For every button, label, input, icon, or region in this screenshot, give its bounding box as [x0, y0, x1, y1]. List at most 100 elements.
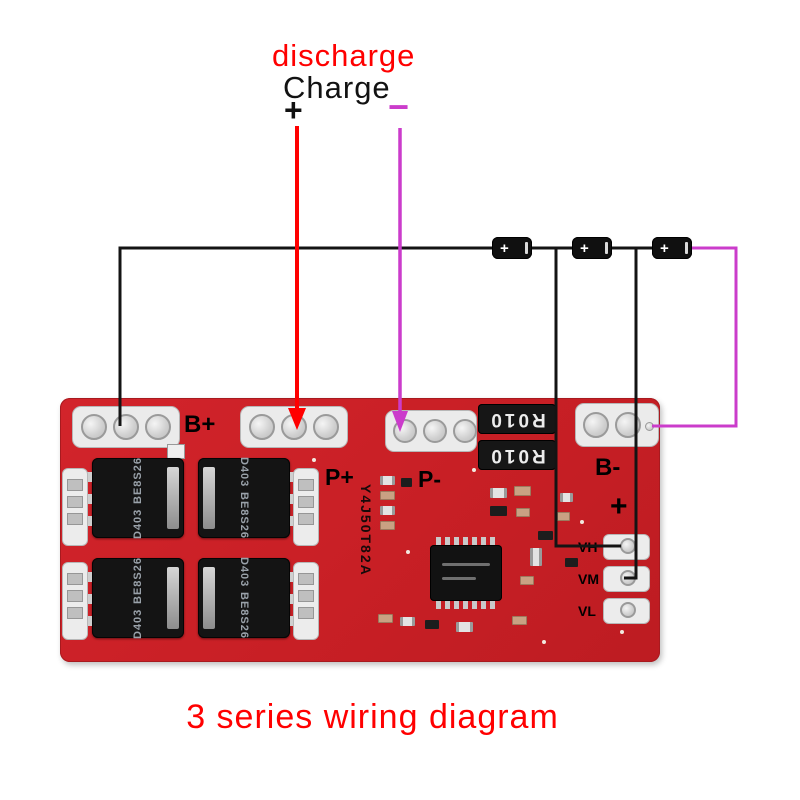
ic-pins — [436, 601, 496, 609]
smd-component — [456, 622, 473, 632]
smd-component — [538, 531, 553, 540]
solder-hole — [145, 414, 171, 440]
smd-pad — [67, 590, 83, 602]
mosfet-tab — [167, 567, 179, 629]
charge-label: Charge — [283, 70, 391, 105]
mosfet-part-number: D403 — [238, 557, 250, 588]
board-plus-mark: + — [610, 490, 628, 523]
vl-pad — [603, 598, 650, 624]
solder-hole — [615, 412, 641, 438]
pad-group-bplus — [72, 406, 180, 448]
diagram-caption: 3 series wiring diagram — [186, 698, 559, 736]
mosfet-marking: D403 BE8S26 — [92, 457, 184, 539]
mosfet-lot-code: BE8S26 — [132, 457, 144, 505]
battery-plus-mark: + — [500, 239, 509, 257]
smd-pad — [298, 496, 314, 508]
pad-group-bminus — [575, 403, 659, 447]
solder-hole — [620, 602, 636, 618]
vm-pad — [603, 566, 650, 592]
ic-marking-line — [442, 563, 490, 566]
discharge-label: discharge — [272, 38, 416, 73]
solder-hole — [313, 414, 339, 440]
smd-component — [512, 616, 527, 625]
smd-component — [378, 614, 393, 623]
pad-group-pminus — [385, 410, 477, 452]
smd-component — [380, 521, 395, 530]
battery-cell: + — [492, 237, 532, 259]
smd-component — [516, 508, 530, 517]
positive-symbol: + — [284, 92, 303, 128]
shunt-resistor: R010 — [478, 440, 556, 470]
silkscreen-box — [167, 444, 185, 459]
smd-component — [380, 491, 395, 500]
solder-hole — [113, 414, 139, 440]
bms-board: B+ P+ P- R010 R010 B- + — [60, 398, 660, 662]
mosfet-package: D403 BE8S26 — [80, 457, 184, 539]
smd-pad — [67, 513, 83, 525]
sense-hole — [645, 422, 654, 431]
protection-ic — [430, 537, 502, 609]
gate-pad-strip — [293, 562, 319, 640]
mosfet-part-number: D403 — [132, 508, 144, 539]
smd-pad — [298, 479, 314, 491]
smd-pad — [298, 573, 314, 585]
mosfet-tab — [167, 467, 179, 529]
solder-hole — [81, 414, 107, 440]
vh-label: VH — [578, 539, 598, 555]
board-model-text: Y4J50T82A — [358, 484, 374, 577]
ic-marking-line — [442, 577, 476, 580]
shunt-resistor: R010 — [478, 404, 556, 434]
smd-component — [380, 476, 395, 485]
smd-component — [520, 576, 534, 585]
via — [472, 468, 476, 472]
mosfet-lot-code: BE8S26 — [238, 591, 250, 639]
mosfet-package: D403 BE8S26 — [198, 457, 302, 539]
solder-hole — [620, 538, 636, 554]
mosfet-marking: D403 BE8S26 — [198, 457, 290, 539]
smd-component — [425, 620, 439, 629]
solder-hole — [453, 419, 477, 443]
via — [620, 630, 624, 634]
mosfet-tab — [203, 567, 215, 629]
smd-component — [557, 512, 570, 521]
bplus-label: B+ — [184, 411, 216, 438]
smd-pad — [67, 479, 83, 491]
smd-pad — [298, 607, 314, 619]
pminus-label: P- — [418, 466, 441, 492]
bminus-label: B- — [595, 454, 621, 481]
solder-hole — [393, 419, 417, 443]
solder-hole — [281, 414, 307, 440]
vm-label: VM — [578, 571, 599, 587]
smd-pad — [67, 573, 83, 585]
via — [580, 520, 584, 524]
mosfet-tab — [203, 467, 215, 529]
battery-cell: + — [572, 237, 612, 259]
solder-hole — [620, 570, 636, 586]
solder-hole — [583, 412, 609, 438]
mosfet-lot-code: BE8S26 — [238, 491, 250, 539]
smd-component — [401, 478, 412, 487]
smd-component — [530, 548, 542, 566]
ic-pins — [436, 537, 496, 545]
smd-component — [560, 493, 573, 502]
mosfet-package: D403 BE8S26 — [80, 557, 184, 639]
gate-pad-strip — [62, 468, 88, 546]
vh-pad — [603, 534, 650, 560]
smd-pad — [67, 607, 83, 619]
solder-hole — [249, 414, 275, 440]
mosfet-marking: D403 BE8S26 — [198, 557, 290, 639]
via — [312, 458, 316, 462]
smd-pad — [67, 496, 83, 508]
smd-component — [400, 617, 415, 626]
via — [542, 640, 546, 644]
smd-pad — [298, 513, 314, 525]
smd-component — [490, 488, 507, 498]
mosfet-marking: D403 BE8S26 — [92, 557, 184, 638]
gate-pad-strip — [293, 468, 319, 546]
smd-pad — [298, 590, 314, 602]
pad-group-pplus — [240, 406, 348, 448]
negative-symbol: − — [388, 86, 410, 127]
battery-plus-mark: + — [660, 239, 669, 257]
vl-label: VL — [578, 603, 596, 619]
